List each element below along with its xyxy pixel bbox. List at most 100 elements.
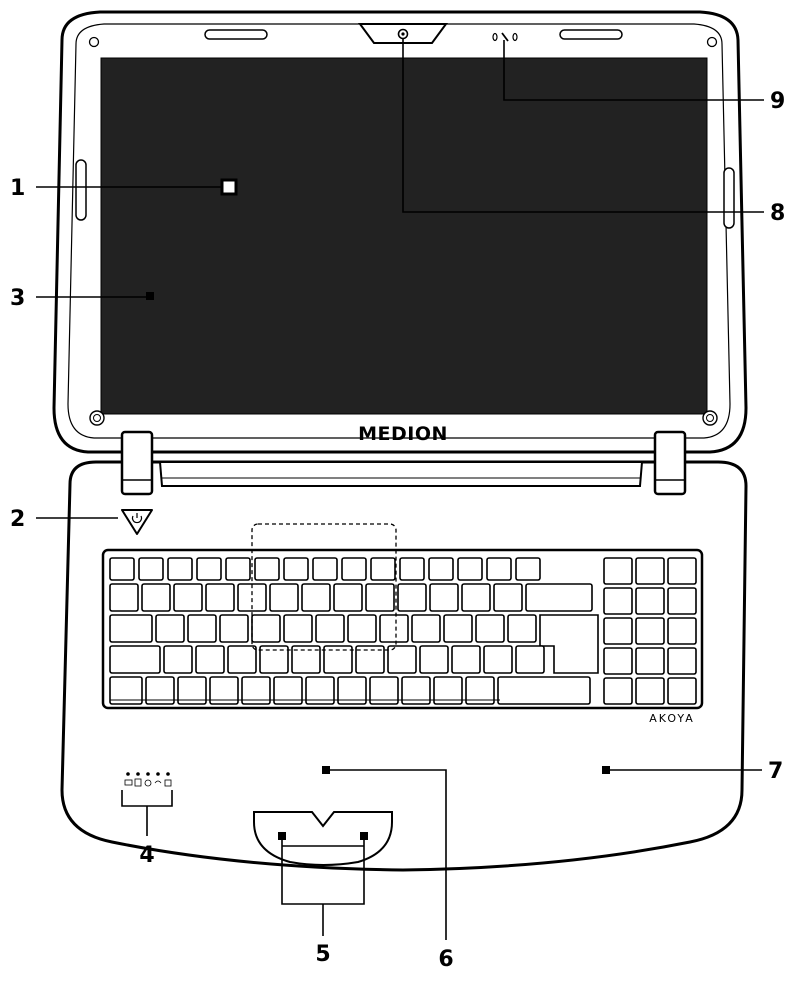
callout-numbers: 1 2 3 4 5 6 7 8 9 — [10, 89, 785, 972]
numpad-enter-key — [667, 677, 697, 705]
keyboard-key — [369, 676, 399, 705]
keyboard-key — [486, 557, 512, 581]
callout-marker-6 — [322, 766, 330, 774]
callout-marker-3 — [146, 292, 154, 300]
callout-marker-1 — [220, 178, 238, 196]
keyboard-key — [515, 557, 541, 581]
tab-key — [109, 614, 153, 643]
numpad-key — [603, 587, 633, 615]
keyboard-key — [177, 676, 207, 705]
keyboard-key — [291, 645, 321, 674]
keyboard-key — [251, 614, 281, 643]
keyboard-key — [397, 583, 427, 612]
keyboard-key — [196, 557, 222, 581]
keyboard-key — [145, 676, 175, 705]
callout-number-3: 3 — [10, 286, 25, 311]
keyboard-key — [305, 676, 335, 705]
keyboard-key — [315, 614, 345, 643]
keyboard-key — [269, 583, 299, 612]
keyboard-key — [429, 583, 459, 612]
bezel-slot-left — [204, 29, 268, 40]
keyboard-key — [370, 557, 396, 581]
keyboard-key — [355, 645, 385, 674]
power-icon — [121, 509, 153, 535]
numpad-key — [635, 557, 665, 585]
model-logo: AKOYA — [649, 712, 695, 725]
keyboard-key — [507, 614, 537, 643]
numpad-key — [603, 677, 633, 705]
keyboard-key — [225, 557, 251, 581]
screw-bottom-right — [702, 410, 718, 426]
display-lid: MEDION — [52, 10, 748, 454]
callout-number-7: 7 — [768, 759, 783, 784]
keyboard-key — [365, 583, 395, 612]
backspace-key — [525, 583, 593, 612]
keyboard-key — [173, 583, 203, 612]
callout-number-9: 9 — [770, 89, 785, 114]
keyboard-key — [283, 614, 313, 643]
keyboard-key — [433, 676, 463, 705]
brand-logo: MEDION — [358, 423, 448, 445]
keyboard-key — [401, 676, 431, 705]
touchpad — [251, 523, 397, 651]
numpad-key — [635, 587, 665, 615]
numpad-key — [635, 647, 665, 675]
keyboard-key — [109, 557, 135, 581]
keyboard-key — [195, 645, 225, 674]
screw-bottom-left — [89, 410, 105, 426]
display-screen — [100, 57, 708, 415]
keyboard-key — [219, 614, 249, 643]
keyboard-key — [341, 557, 367, 581]
hinge-left — [120, 430, 154, 496]
status-led-indicators — [124, 772, 172, 787]
bezel-slot-right — [559, 29, 623, 40]
keyboard-key — [515, 645, 545, 674]
laptop-base: AKOYA — [60, 430, 748, 872]
keyboard-key — [227, 645, 257, 674]
keyboard-key — [187, 614, 217, 643]
keyboard-key — [273, 676, 303, 705]
shift-right-key — [497, 676, 591, 705]
keyboard-key — [155, 614, 185, 643]
keyboard-key — [167, 557, 193, 581]
callouts — [36, 38, 764, 940]
keyboard-key — [451, 645, 481, 674]
callout-number-4: 4 — [139, 843, 154, 868]
keyboard-key — [443, 614, 473, 643]
screw-top-left — [88, 36, 100, 48]
screw-top-right — [706, 36, 718, 48]
callout-number-6: 6 — [438, 947, 453, 972]
callout-marker-5-right — [360, 832, 368, 840]
keyboard-key — [465, 676, 495, 705]
keyboard-key — [493, 583, 523, 612]
bezel-side-slot-left — [75, 159, 87, 221]
keyboard-key — [163, 645, 193, 674]
callout-marker-5-left — [278, 832, 286, 840]
numpad-key — [667, 587, 697, 615]
keyboard-key — [379, 614, 409, 643]
numpad-key — [635, 617, 665, 645]
numpad-key — [603, 617, 633, 645]
numpad-key — [635, 677, 665, 705]
caps-lock-key — [109, 645, 161, 674]
callout-number-8: 8 — [770, 201, 785, 226]
keyboard-key — [312, 557, 338, 581]
keyboard-key — [254, 557, 280, 581]
keyboard-key — [209, 676, 239, 705]
numpad-key — [667, 557, 697, 585]
keyboard-key — [283, 557, 309, 581]
callout-markers — [146, 178, 610, 840]
keyboard-key — [323, 645, 353, 674]
keyboard-key — [109, 583, 139, 612]
hinge-right — [653, 430, 687, 496]
keyboard-key — [461, 583, 491, 612]
numpad-key — [667, 617, 697, 645]
numpad-key — [603, 557, 633, 585]
keyboard-key — [259, 645, 289, 674]
callout-number-2: 2 — [10, 507, 25, 532]
numpad-key — [667, 647, 697, 675]
keyboard-keys — [109, 557, 697, 705]
keyboard-key — [333, 583, 363, 612]
numpad-key — [603, 647, 633, 675]
